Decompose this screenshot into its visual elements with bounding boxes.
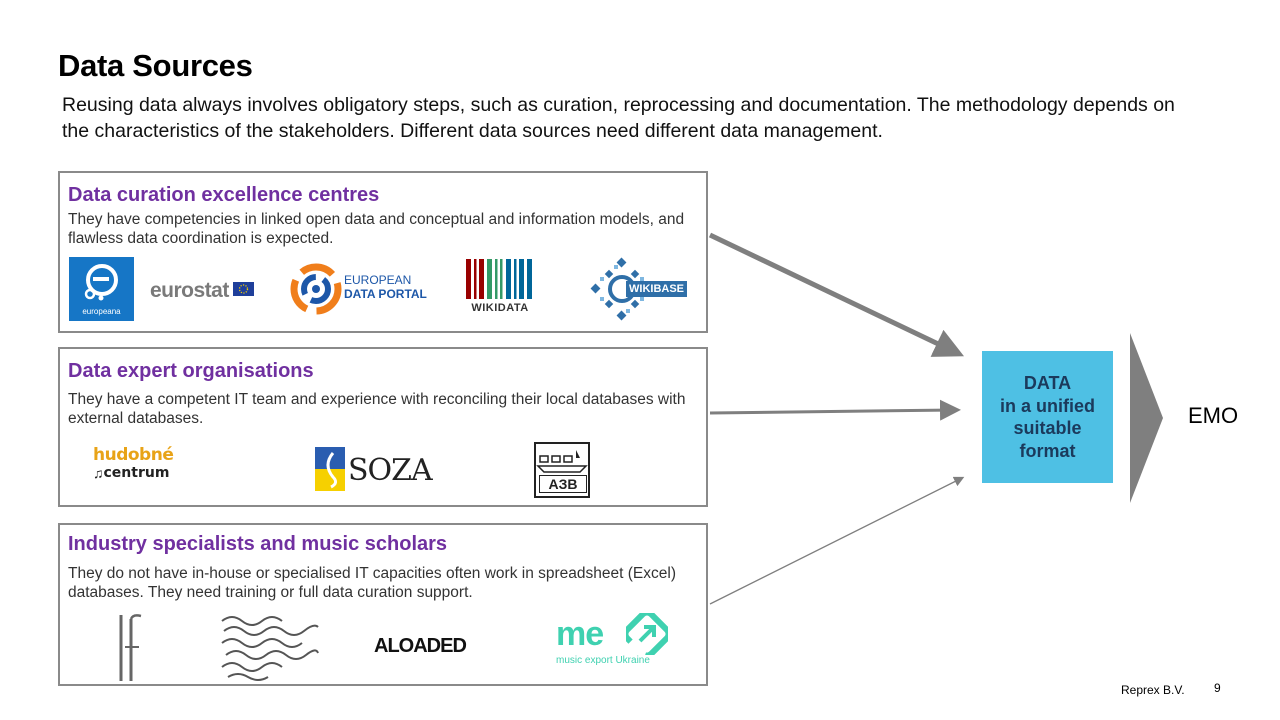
ship-icon bbox=[536, 450, 588, 473]
music-export-ukraine-label: music export Ukraine bbox=[556, 655, 650, 666]
wikibase-icon bbox=[590, 257, 644, 321]
box-title: Industry specialists and music scholars bbox=[68, 533, 448, 555]
data-portal-icon bbox=[290, 263, 342, 315]
data-portal-label-2: DATA PORTAL bbox=[344, 287, 427, 301]
if-monogram-logo bbox=[115, 613, 145, 683]
me-label: me bbox=[556, 615, 604, 653]
unified-data-box: DATA in a unified suitable format bbox=[982, 351, 1113, 483]
intro-text: Reusing data always involves obligatory … bbox=[62, 94, 1175, 142]
soza-label: SOZA bbox=[348, 453, 433, 488]
azb-logo: АЗВ bbox=[534, 442, 590, 498]
arrow-up-right-icon bbox=[626, 613, 668, 655]
box-description: They have competencies in linked open da… bbox=[68, 211, 685, 247]
data-box-line-2: in a unified bbox=[999, 395, 1095, 416]
data-box-line-4: format bbox=[1019, 440, 1076, 461]
box-curation-centres: Data curation excellence centres They ha… bbox=[58, 171, 708, 333]
wavy-pattern-logo bbox=[218, 613, 322, 683]
music-export-ukraine-logo: me music export Ukraine bbox=[556, 613, 676, 673]
box-industry-specialists: Industry specialists and music scholars … bbox=[58, 523, 708, 686]
emo-label: EMO bbox=[1188, 403, 1239, 428]
soza-flag-icon bbox=[315, 447, 345, 491]
box-title: Data expert organisations bbox=[68, 360, 314, 382]
eu-flag-icon bbox=[233, 282, 255, 296]
hudobne-label: hudobné bbox=[93, 445, 174, 465]
arrow-from-curation-centres bbox=[708, 232, 965, 357]
footer-company: Reprex B.V. bbox=[1121, 683, 1185, 697]
arrow-from-expert-organisations bbox=[709, 399, 961, 421]
arrow-from-industry-specialists bbox=[709, 476, 965, 605]
centrum-label: centrum bbox=[103, 465, 170, 481]
box-description: They have a competent IT team and experi… bbox=[68, 391, 686, 427]
azb-label: АЗВ bbox=[539, 475, 587, 493]
chevron-to-emo bbox=[1130, 333, 1163, 503]
data-box-line-3: suitable bbox=[1013, 418, 1082, 438]
eurostat-logo: eurostat bbox=[150, 279, 270, 303]
note-icon: ♫ bbox=[93, 465, 104, 481]
europeana-label: europeana bbox=[82, 307, 121, 316]
box-description: They do not have in-house or specialised… bbox=[68, 565, 676, 601]
europeana-logo: europeana bbox=[69, 257, 134, 321]
wikidata-logo: WIKIDATA bbox=[464, 257, 536, 317]
aloaded-label: ALOADED bbox=[374, 635, 467, 657]
wikidata-label: WIKIDATA bbox=[471, 302, 529, 314]
data-portal-label-1: EUROPEAN bbox=[344, 273, 412, 287]
eurostat-label: eurostat bbox=[150, 279, 229, 302]
data-box-line-1: DATA bbox=[1023, 373, 1072, 393]
page-number: 9 bbox=[1214, 681, 1221, 695]
box-title: Data curation excellence centres bbox=[68, 184, 380, 206]
european-data-portal-logo: EUROPEAN DATA PORTAL bbox=[288, 261, 438, 317]
aloaded-logo: ALOADED bbox=[374, 635, 484, 661]
slide-title: Data Sources bbox=[58, 48, 253, 83]
box-expert-organisations: Data expert organisations They have a co… bbox=[58, 347, 708, 507]
soza-logo: SOZA bbox=[315, 447, 433, 491]
wikidata-barcode-icon bbox=[466, 259, 532, 299]
wikibase-logo: WIKIBASE bbox=[590, 257, 690, 321]
hudobne-centrum-logo: hudobné ♫ centrum bbox=[93, 445, 183, 495]
wikibase-label: WIKIBASE bbox=[626, 281, 687, 297]
